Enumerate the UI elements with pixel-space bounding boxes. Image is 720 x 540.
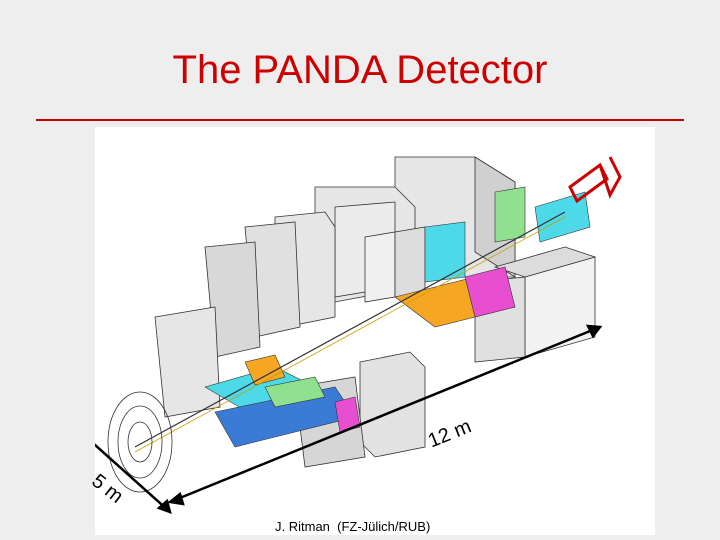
detector-svg <box>95 156 622 514</box>
image-credit: J. Ritman (FZ-Jülich/RUB) <box>275 519 431 534</box>
magenta-layer <box>464 266 516 318</box>
detector-drawing <box>95 127 655 535</box>
width-dimension-line <box>95 443 171 513</box>
slide-title: The PANDA Detector <box>172 48 548 92</box>
width-arrowhead-end <box>156 498 172 514</box>
length-arrowhead-start <box>166 491 185 506</box>
cyan-layer-far <box>534 191 591 243</box>
endcap-wheel <box>107 391 173 493</box>
panda-logo <box>568 156 622 204</box>
calorimeter-block <box>359 351 426 458</box>
barrel-green <box>264 376 326 408</box>
title-underline <box>36 119 684 121</box>
barrel-orange <box>244 354 286 386</box>
length-arrowhead-end <box>585 324 603 339</box>
beam-line <box>134 211 566 448</box>
length-dimension-line <box>169 325 601 504</box>
green-layer <box>494 186 526 243</box>
cyan-layer-mid <box>424 221 466 283</box>
